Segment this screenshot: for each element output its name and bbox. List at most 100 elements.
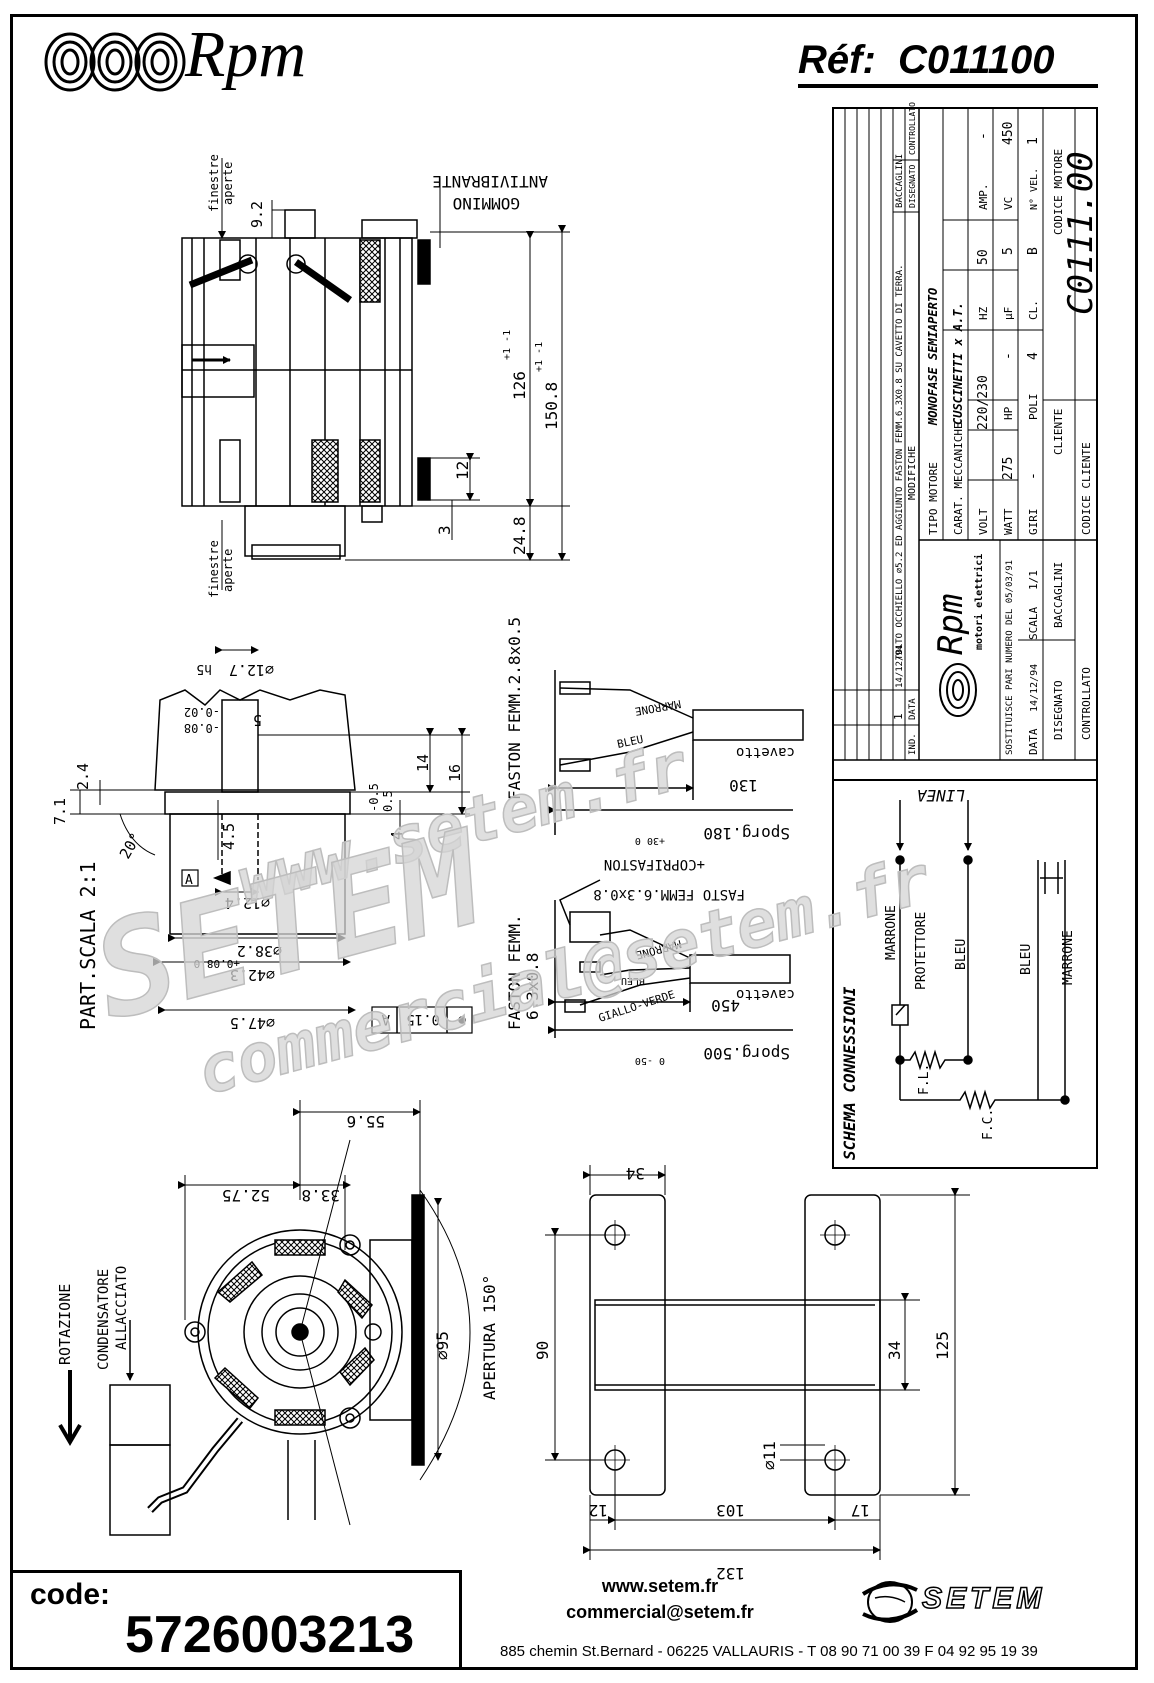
- dim-4: 4: [388, 831, 406, 840]
- marrone1-label: MARRONE: [634, 697, 682, 718]
- reference-code: Réf: C011100: [798, 40, 1054, 80]
- dim-2-4: 2.4: [74, 763, 92, 790]
- volt-value: 220/230: [976, 375, 991, 430]
- fl-label: F.L.: [917, 1064, 932, 1095]
- change-signer: BACCAGLINI: [895, 154, 905, 208]
- codice-motore: C0111.00: [1061, 151, 1101, 315]
- aperte-top-label: aperte: [221, 162, 235, 205]
- ref-code: C011100: [898, 38, 1055, 82]
- codice-motore-label: CODICE MOTORE: [1052, 149, 1065, 235]
- hz-value: 50: [976, 249, 991, 265]
- motor-type-label: TIPO MOTORE: [927, 462, 940, 535]
- motor-front-view: [58, 1194, 425, 1536]
- ref-label: Réf:: [798, 38, 876, 82]
- cavetto1-label: cavetto: [736, 744, 795, 760]
- rotazione-label: ROTAZIONE: [56, 1284, 74, 1365]
- email-link[interactable]: commercial@setem.fr: [566, 1602, 754, 1622]
- watt-value: 275: [1001, 457, 1016, 480]
- dim-12: 12: [453, 461, 472, 480]
- tol-008: -0.08: [184, 721, 220, 735]
- setem-logo: SETEM: [921, 1581, 1046, 1616]
- website-link[interactable]: www.setem.fr: [601, 1576, 719, 1596]
- marrone2-label: MARRONE: [1061, 930, 1076, 985]
- maker-subtitle: motori elettrici: [973, 554, 985, 650]
- shaft-detail: [154, 689, 473, 1034]
- bracket-labels: 34 90 34 125 ⌀11 12 103 17 132: [533, 1164, 952, 1583]
- dim-neg-0-5: -0.5: [367, 783, 381, 812]
- vel-value: 1: [1026, 137, 1041, 145]
- dim-12-bracket: 12: [589, 1501, 608, 1520]
- sporg2-tol: 0 -50: [635, 1055, 665, 1066]
- wiring-schema: [891, 800, 1070, 1111]
- dim-7-1: 7.1: [51, 798, 69, 825]
- hp-label: HP: [1002, 406, 1015, 420]
- front-view-dims: [178, 1100, 471, 1526]
- copri-label: +COPRIFASTON: [604, 856, 705, 872]
- rev-number: 1: [892, 713, 905, 720]
- giri-value: -: [1026, 472, 1041, 480]
- mech-value: CUSCINETTI x A.T.: [951, 302, 965, 425]
- checked-label: CONTROLLATO: [1080, 667, 1093, 740]
- detail-title: PART.SCALA 2:1: [76, 861, 100, 1030]
- fasto2-label: FASTO FEMM.6.3x0.8: [593, 886, 745, 902]
- dim-34-side: 34: [885, 1341, 904, 1360]
- checked-header: CONTROLLATO: [908, 102, 917, 155]
- dim-h5: h5: [196, 661, 212, 676]
- designed-header: DISEGNATO: [908, 164, 917, 208]
- address: 885 chemin St.Bernard - 06225 VALLAURIS …: [500, 1643, 1038, 1660]
- data-value: 14/12/94: [1029, 664, 1040, 712]
- rpm-coil-logo: [44, 32, 186, 92]
- replaces-note: SOSTITUISCE PARI NUMERO DEL 05/03/91: [1005, 560, 1015, 755]
- hp-value: -: [1001, 352, 1016, 360]
- bleu2-label: BLEU: [621, 975, 645, 986]
- dim-33-8: 33.8: [301, 1186, 340, 1205]
- vc-value: 450: [1001, 122, 1016, 145]
- bleu1-label: BLEU: [616, 733, 645, 751]
- dim-126-tol: +1 -1: [502, 330, 513, 360]
- ref-underline: [798, 84, 1098, 88]
- schema-labels: SCHEMA CONNESSIONI LINEA MARRONE PROTETT…: [840, 786, 1076, 1160]
- dim-24-8: 24.8: [510, 516, 529, 555]
- volt-label: VOLT: [977, 508, 990, 535]
- apertura-label: APERTURA 150°: [480, 1275, 499, 1400]
- hz-label: HZ: [977, 306, 990, 320]
- bleu2-label: BLEU: [1019, 944, 1034, 975]
- designed-label: DISEGNATO: [1052, 680, 1065, 740]
- rev-date: 14/12/94: [895, 645, 905, 688]
- dim-52-75: 52.75: [222, 1186, 270, 1205]
- cable-drawings: [548, 670, 804, 1038]
- dim-d38-2-tol: +0.08 0: [194, 957, 240, 970]
- vc-label: VC: [1002, 197, 1015, 210]
- poli-label: POLI: [1027, 394, 1040, 421]
- dim-d11: ⌀11: [760, 1441, 779, 1470]
- dim-450: 450: [711, 996, 740, 1015]
- protettore-label: PROTETTORE: [914, 912, 929, 990]
- mech-label: CARAT. MECCANICHE: [952, 422, 965, 535]
- motor-type: MONOFASE SEMIAPERTO: [926, 288, 940, 426]
- side-view-dims: [218, 158, 570, 590]
- title-block-coil-logo: [939, 663, 977, 717]
- date-label: DATA: [908, 698, 918, 720]
- scala-label: SCALA: [1027, 607, 1040, 640]
- linea-label: LINEA: [917, 786, 965, 805]
- mounting-bracket: [589, 1194, 881, 1496]
- dim-16: 16: [446, 764, 464, 782]
- faston2-label: FASTON FEMM.: [505, 914, 524, 1030]
- uf-value: 5: [1001, 247, 1016, 255]
- condensatore-label: CONDENSATORE: [96, 1269, 112, 1370]
- tol-value: 0.15: [406, 1011, 440, 1027]
- data-label: DATA: [1027, 728, 1040, 755]
- bracket-dims: [545, 1165, 970, 1560]
- dim-150-8-tol: +1 -1: [534, 342, 545, 372]
- dim-17: 17: [851, 1501, 870, 1520]
- dim-90: 90: [533, 1341, 552, 1360]
- maker-name: Rpm: [931, 594, 971, 655]
- brand-name: Rpm: [185, 18, 306, 91]
- code-box: [10, 1570, 462, 1670]
- detail-dims: [70, 646, 470, 1014]
- cavetto2-label: cavetto: [736, 986, 795, 1002]
- dim-55-6: 55.6: [346, 1112, 385, 1131]
- dim-126: 126: [510, 371, 529, 400]
- drawing-sheet: [10, 14, 1138, 1670]
